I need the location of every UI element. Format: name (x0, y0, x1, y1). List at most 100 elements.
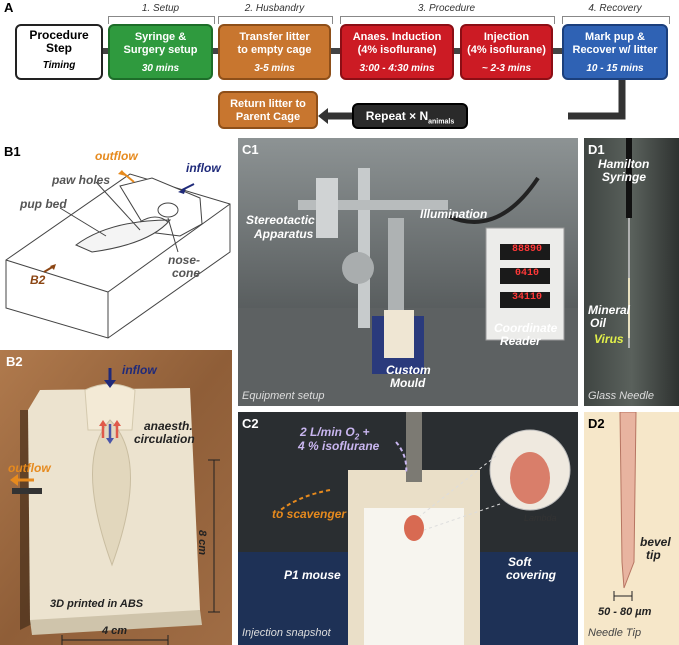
b2-length-label: 8 cm (196, 530, 208, 556)
c1-vertical-bar (358, 168, 370, 328)
b1-b2-head (50, 264, 56, 270)
c1-reader-display-1 (500, 244, 550, 260)
b2-outlet-pipe (12, 488, 42, 494)
c1-horizontal-bar (298, 200, 448, 210)
c2-photo (238, 412, 578, 645)
b1-paw-holes-label: paw holes (52, 173, 111, 187)
c2-photo-drawing (238, 412, 578, 645)
transfer-line1: Transfer litter (239, 31, 310, 43)
c1-reader-value-3: 34110 (511, 292, 542, 303)
repeat-box: Repeat × Nanimals (352, 103, 468, 129)
return-litter-box: Return litter to Parent Cage (218, 91, 318, 129)
return-line2: Parent Cage (235, 111, 301, 123)
connector-3 (331, 48, 340, 54)
d2-caption: Needle Tip (588, 627, 642, 639)
c1-mould (384, 310, 414, 358)
b1-cone-label: cone (172, 266, 201, 280)
b2-hood (84, 383, 136, 431)
b2-pup-bed (92, 419, 131, 567)
repeat-subscript: animals (428, 118, 455, 126)
b2-photo-drawing (0, 350, 232, 645)
d1-mineral-label-1: Mineral (588, 303, 631, 317)
c1-reader-display-2 (500, 268, 550, 284)
b1-pointer-bed (59, 207, 107, 237)
c2-gas-flow-text: 2 L/min O (300, 425, 355, 439)
b2-material-label: 3D printed in ABS (50, 598, 144, 610)
connector-5 (553, 48, 562, 54)
mark-pup-box: Mark pup & Recover w/ litter 10 - 15 min… (562, 24, 668, 80)
b2-width-label: 4 cm (102, 625, 128, 637)
connector-2 (213, 48, 218, 54)
b1-mould-drawing (5, 170, 231, 339)
c2-lambda-label: Lambda (524, 513, 557, 523)
bracket-recovery (562, 16, 670, 24)
b1-outflow-label: outflow (95, 149, 138, 163)
induction-line2: (4% isoflurane) (357, 44, 437, 56)
b1-inflow-label: inflow (186, 161, 221, 175)
legend-box: Procedure Step Timing (15, 24, 103, 80)
injection-box: Injection (4% isoflurane) ~ 2-3 mins (460, 24, 553, 80)
induction-line1: Anaes. Induction (352, 31, 442, 43)
repeat-prefix: Repeat × N (365, 109, 429, 123)
return-line1: Return litter to (230, 98, 306, 110)
d2-bevel-label-1: bevel (640, 535, 671, 549)
induction-duration: 3:00 - 4:30 mins (359, 63, 435, 74)
d2-bevel-label-2: tip (646, 548, 661, 562)
stage-procedure: 3. Procedure (417, 3, 476, 14)
b2-anaesth-label: anaesth. (144, 419, 193, 433)
bracket-procedure (340, 16, 555, 24)
injection-line2: (4% isoflurane) (467, 44, 546, 56)
transfer-line2: to empty cage (237, 44, 312, 56)
mark-duration: 10 - 15 mins (586, 63, 644, 74)
b1-inflow-head (178, 188, 186, 194)
b1-pointer-nose (167, 217, 179, 253)
panel-label-b1: B1 (4, 144, 21, 159)
c1-photo (238, 138, 578, 406)
c2-scavenger-arrow (277, 489, 331, 513)
b1-edge-1 (5, 259, 109, 293)
legend-timing: Timing (42, 60, 76, 71)
c2-gas-flow-plus: + (359, 425, 370, 439)
c2-gas-flow-label: 2 L/min O2 + (300, 426, 369, 443)
c1-reader-value-1: 88890 (511, 244, 542, 255)
syringe-duration: 30 mins (141, 63, 180, 74)
d1-hamilton-label-2: Syringe (602, 170, 647, 184)
d2-photo-drawing (584, 412, 679, 645)
legend-title-2: Step (45, 41, 72, 55)
syringe-setup-box: Syringe & Surgery setup 30 mins (108, 24, 213, 80)
c2-gas-arrow (395, 441, 408, 475)
bracket-setup (108, 16, 215, 24)
d1-caption: Glass Needle (588, 390, 655, 402)
c1-photo-drawing (238, 138, 578, 406)
c1-mould-label-2: Mould (390, 376, 426, 390)
panel-label-c1: C1 (242, 142, 259, 157)
b1-nose-label: nose- (168, 253, 201, 267)
injection-duration: ~ 2-3 mins (481, 63, 532, 74)
c1-light-cable (447, 176, 540, 224)
b1-edge-2 (107, 203, 231, 293)
c1-coord-label-1: Coordinate (494, 321, 558, 335)
stage-setup: 1. Setup (141, 3, 180, 14)
c1-coord-label-2: Reader (500, 334, 541, 348)
b2-circ-head-left (99, 420, 107, 426)
c2-caption: Injection snapshot (242, 627, 331, 639)
d1-syringe-body (626, 138, 632, 218)
c2-soft-label: Soft (508, 555, 532, 569)
syringe-line1: Syringe & (134, 31, 187, 43)
induction-box: Anaes. Induction (4% isoflurane) 3:00 - … (340, 24, 454, 80)
d1-hamilton-label-1: Hamilton (598, 157, 650, 171)
c1-reader-value-2: 0410 (514, 268, 539, 279)
transfer-duration: 3-5 mins (254, 63, 295, 74)
b1-pointer-paw (95, 181, 141, 231)
b1-pup-bed-label: pup bed (20, 197, 67, 211)
c1-illumination-label: Illumination (420, 207, 488, 221)
stage-husbandry: 2. Husbandry (244, 3, 305, 14)
loop-line (568, 80, 626, 120)
panel-label-c2: C2 (242, 416, 259, 431)
panel-label-b2: B2 (6, 354, 23, 369)
d1-mineral-label-2: Oil (590, 316, 607, 330)
b2-outflow-label: outflow (8, 461, 51, 475)
c2-mouse-label: P1 mouse (284, 568, 341, 582)
b2-photo (0, 350, 232, 645)
c1-stereo-label-2: Apparatus (254, 227, 314, 241)
